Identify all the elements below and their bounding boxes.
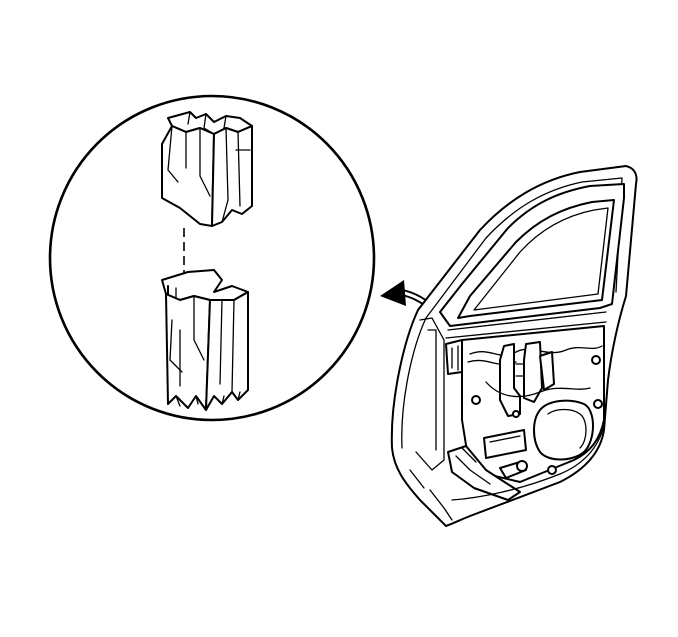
door-panel-icon — [390, 165, 638, 527]
upper-clip-icon — [161, 111, 253, 227]
lower-clip-icon — [161, 269, 249, 411]
detail-circle — [48, 94, 376, 422]
